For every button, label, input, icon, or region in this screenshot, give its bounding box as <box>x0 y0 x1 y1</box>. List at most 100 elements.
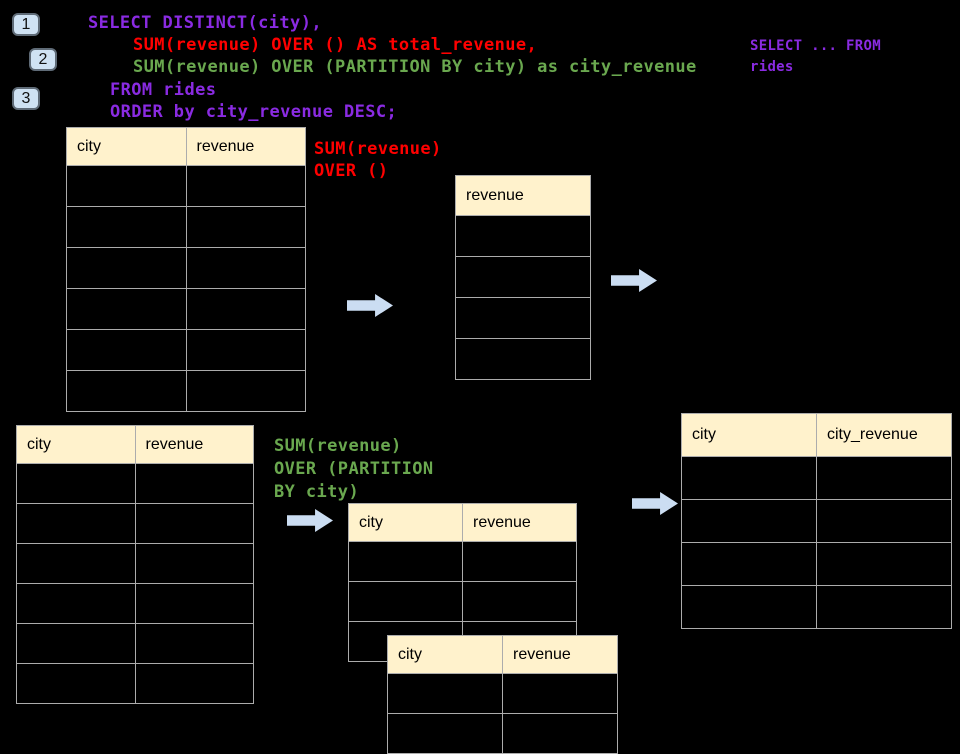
table-cell <box>134 663 254 704</box>
sql-code-line-order: ORDER by city_revenue DESC; <box>110 102 398 122</box>
step-badge-2: 2 <box>29 48 57 71</box>
table-row <box>66 165 306 207</box>
arrow-right-icon <box>347 294 393 317</box>
table-cell <box>502 673 618 714</box>
table-row <box>681 499 952 543</box>
sql-code-line-partition: SUM(revenue) OVER (PARTITION BY city) as… <box>133 57 697 77</box>
table-cell <box>185 206 306 248</box>
table-row <box>387 673 618 714</box>
partition-annotation-line-1: SUM(revenue) <box>274 436 402 456</box>
table-row <box>16 663 254 704</box>
table-cell <box>816 456 952 500</box>
table-cell <box>66 165 187 207</box>
column-header: city <box>16 425 136 464</box>
table-row <box>66 247 306 289</box>
table-row <box>455 338 591 380</box>
table-row <box>16 503 254 544</box>
side-note-line-2: rides <box>750 59 794 75</box>
column-header: revenue <box>134 425 254 464</box>
table-cell <box>134 503 254 544</box>
table-cell <box>16 583 136 624</box>
table-cell <box>134 623 254 664</box>
table-cell <box>185 247 306 289</box>
step-badge-label: 3 <box>21 89 31 107</box>
column-header: city <box>348 503 463 542</box>
table-row <box>16 463 254 504</box>
table-row <box>66 288 306 330</box>
table-cell <box>16 663 136 704</box>
step-badge-3: 3 <box>12 87 40 110</box>
column-header: revenue <box>455 175 591 216</box>
column-header: city <box>387 635 503 674</box>
table-cell <box>134 463 254 504</box>
table-cell <box>66 370 187 412</box>
table-row <box>66 370 306 412</box>
table-row <box>681 585 952 629</box>
table-row <box>681 542 952 586</box>
table-cell <box>681 542 817 586</box>
table-cell <box>681 499 817 543</box>
table-cell <box>816 542 952 586</box>
column-header: city <box>681 413 817 457</box>
table-cell <box>66 206 187 248</box>
sql-code-line-total: SUM(revenue) OVER () AS total_revenue, <box>133 35 538 55</box>
table-row <box>16 583 254 624</box>
table-cell <box>455 215 591 257</box>
table-row <box>348 541 577 582</box>
table-cell <box>16 463 136 504</box>
table-cell <box>387 673 503 714</box>
total-annotation-line-2: OVER () <box>314 161 389 181</box>
column-header: city <box>66 127 187 166</box>
arrow-right-icon <box>611 269 657 292</box>
arrow-right-icon <box>632 492 678 515</box>
table-cell <box>681 585 817 629</box>
partition-annotation-line-3: BY city) <box>274 482 360 502</box>
sql-code-line-from: FROM rides <box>110 80 217 100</box>
table-row <box>16 543 254 584</box>
table-cell <box>185 165 306 207</box>
table-cell <box>185 288 306 330</box>
side-note-line-1: SELECT ... FROM <box>750 38 881 54</box>
table-row <box>455 215 591 257</box>
table-cell <box>66 288 187 330</box>
table-cell <box>185 329 306 371</box>
column-header: revenue <box>462 503 577 542</box>
step-badge-label: 1 <box>21 15 31 33</box>
column-header: revenue <box>502 635 618 674</box>
table-row <box>66 206 306 248</box>
sql-code-line-select: SELECT DISTINCT(city), <box>88 13 322 33</box>
table-cell <box>134 543 254 584</box>
table-cell <box>16 543 136 584</box>
arrow-right-icon <box>287 509 333 532</box>
total-revenue-result-table: revenue <box>455 175 591 380</box>
partition-annotation-line-2: OVER (PARTITION <box>274 459 434 479</box>
table-row <box>455 256 591 298</box>
table-cell <box>348 541 463 582</box>
table-cell <box>816 585 952 629</box>
step-badge-label: 2 <box>38 50 48 68</box>
step-badge-1: 1 <box>12 13 40 36</box>
table-cell <box>462 581 577 622</box>
table-cell <box>681 456 817 500</box>
table-row <box>681 456 952 500</box>
table-cell <box>16 503 136 544</box>
table-cell <box>455 338 591 380</box>
column-header: revenue <box>185 127 306 166</box>
table-row <box>16 623 254 664</box>
total-annotation-line-1: SUM(revenue) <box>314 139 442 159</box>
table-cell <box>816 499 952 543</box>
table-cell <box>134 583 254 624</box>
table-cell <box>348 581 463 622</box>
table-cell <box>16 623 136 664</box>
table-cell <box>66 247 187 289</box>
slide-canvas: { "colors": { "purple": "#8A2BE2", "red"… <box>12 13 952 754</box>
table-cell <box>455 256 591 298</box>
table-cell <box>462 541 577 582</box>
table-row <box>348 581 577 622</box>
column-header: city_revenue <box>816 413 952 457</box>
table-row <box>66 329 306 371</box>
